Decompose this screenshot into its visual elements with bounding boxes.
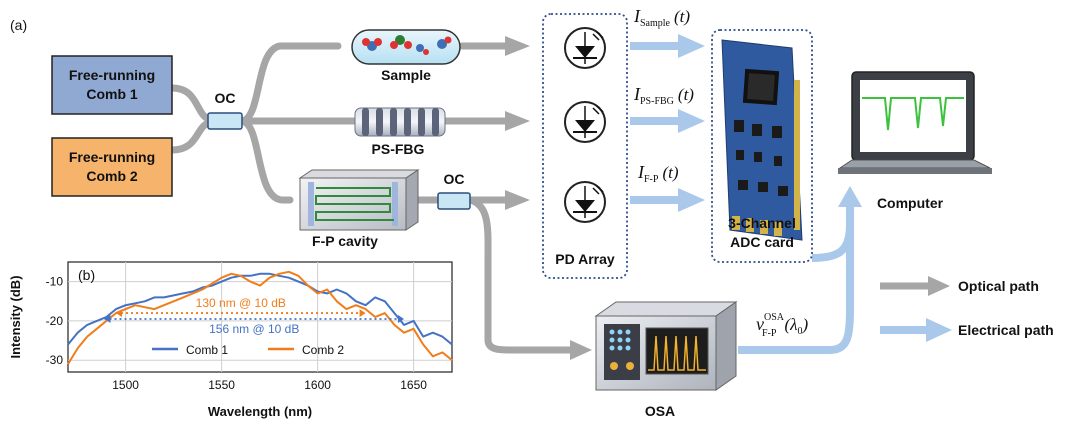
y-tick-label-0: -10 bbox=[46, 275, 64, 289]
annotation-arrow-right-1 bbox=[398, 314, 404, 323]
comb2-source: Free-running Comb 2 bbox=[51, 137, 173, 197]
svg-text:IPS-FBG(t): IPS-FBG(t) bbox=[633, 84, 694, 107]
annotation-text-1: 156 nm @ 10 dB bbox=[209, 322, 299, 336]
comb1-label-line1: Free-running bbox=[69, 67, 155, 83]
annotation-text-0: 130 nm @ 10 dB bbox=[196, 296, 286, 310]
chart-ylabel: Intensity (dB) bbox=[8, 275, 23, 358]
computer-icon: Computer bbox=[838, 71, 992, 211]
y-tick-label-1: -20 bbox=[46, 314, 64, 328]
photodiode-1-icon bbox=[564, 27, 606, 69]
comb1-source: Free-running Comb 1 bbox=[51, 55, 173, 115]
optical-arrowheads bbox=[505, 36, 592, 360]
electrical-paths bbox=[630, 42, 854, 354]
series-line-comb1 bbox=[67, 272, 453, 346]
optical-paths bbox=[168, 42, 574, 354]
fp-label: F-P cavity bbox=[312, 233, 378, 249]
chart-grid bbox=[68, 262, 452, 372]
x-tick-label-2: 1600 bbox=[304, 378, 331, 392]
chart-annotations: 130 nm @ 10 dB 156 nm @ 10 dB bbox=[104, 296, 404, 336]
chart-xlabel: Wavelength (nm) bbox=[208, 404, 312, 419]
optical-coupler-1: OC bbox=[207, 90, 243, 130]
pd-array: PD Array bbox=[542, 13, 628, 279]
oc2-label: OC bbox=[444, 171, 465, 187]
photodiode-2-icon bbox=[564, 101, 606, 143]
svg-text:ISample(t): ISample(t) bbox=[633, 6, 690, 29]
chart-series bbox=[67, 270, 453, 365]
comb1-label-line2: Comb 1 bbox=[86, 86, 138, 102]
optical-coupler-2: OC bbox=[437, 171, 471, 210]
series-line-comb2 bbox=[67, 270, 453, 365]
panel-a-label: (a) bbox=[10, 17, 27, 33]
sample-label: Sample bbox=[381, 67, 431, 83]
adc-label-line1: 3-Channel bbox=[728, 215, 796, 231]
legend-comb2-label: Comb 2 bbox=[302, 343, 344, 357]
comb2-label-line1: Free-running bbox=[69, 149, 155, 165]
adc-card: 3-Channel ADC card bbox=[711, 29, 813, 263]
spectrum-chart: 1500 1550 1600 1650 -10 -20 -30 130 nm @ 10 dB… bbox=[8, 261, 453, 419]
osa-instrument: OSA bbox=[594, 301, 738, 419]
y-tick-label-2: -30 bbox=[46, 353, 64, 367]
panel-b-label: (b) bbox=[78, 267, 95, 283]
x-tick-label-0: 1500 bbox=[112, 378, 139, 392]
signal-fp: IF-P(t) bbox=[637, 162, 679, 185]
chart-legend: Comb 1 Comb 2 bbox=[152, 343, 344, 357]
fp-cavity: F-P cavity bbox=[298, 169, 420, 249]
annotation-arrow-right-0 bbox=[359, 309, 366, 318]
annotation-arrow-left-0 bbox=[116, 309, 122, 318]
adc-label-line2: ADC card bbox=[730, 234, 794, 250]
legend-comb1-label: Comb 1 bbox=[186, 343, 228, 357]
chart-ticks: 1500 1550 1600 1650 -10 -20 -30 bbox=[46, 275, 428, 392]
computer-label: Computer bbox=[877, 195, 944, 211]
electrical-arrowheads bbox=[678, 34, 862, 212]
legend-electrical-label: Electrical path bbox=[958, 322, 1054, 338]
svg-text:IF-P(t): IF-P(t) bbox=[637, 162, 679, 185]
legend-optical-label: Optical path bbox=[958, 278, 1039, 294]
x-tick-label-1: 1550 bbox=[208, 378, 235, 392]
path-legend: Optical path Electrical path bbox=[880, 276, 1054, 342]
psfbg: PS-FBG bbox=[354, 107, 446, 157]
comb2-label-line2: Comb 2 bbox=[86, 168, 138, 184]
photodiode-3-icon bbox=[564, 181, 606, 223]
signal-sample: ISample(t) bbox=[633, 6, 690, 29]
psfbg-label: PS-FBG bbox=[372, 141, 425, 157]
pd-array-label: PD Array bbox=[555, 251, 615, 267]
molecule-icons bbox=[362, 35, 452, 55]
oc1-label: OC bbox=[215, 90, 236, 106]
signal-psfbg: IPS-FBG(t) bbox=[633, 84, 694, 107]
sample-cell: Sample bbox=[351, 29, 461, 83]
annotation-arrow-left-1 bbox=[104, 314, 111, 323]
x-tick-label-3: 1650 bbox=[400, 378, 427, 392]
osa-label: OSA bbox=[645, 403, 675, 419]
